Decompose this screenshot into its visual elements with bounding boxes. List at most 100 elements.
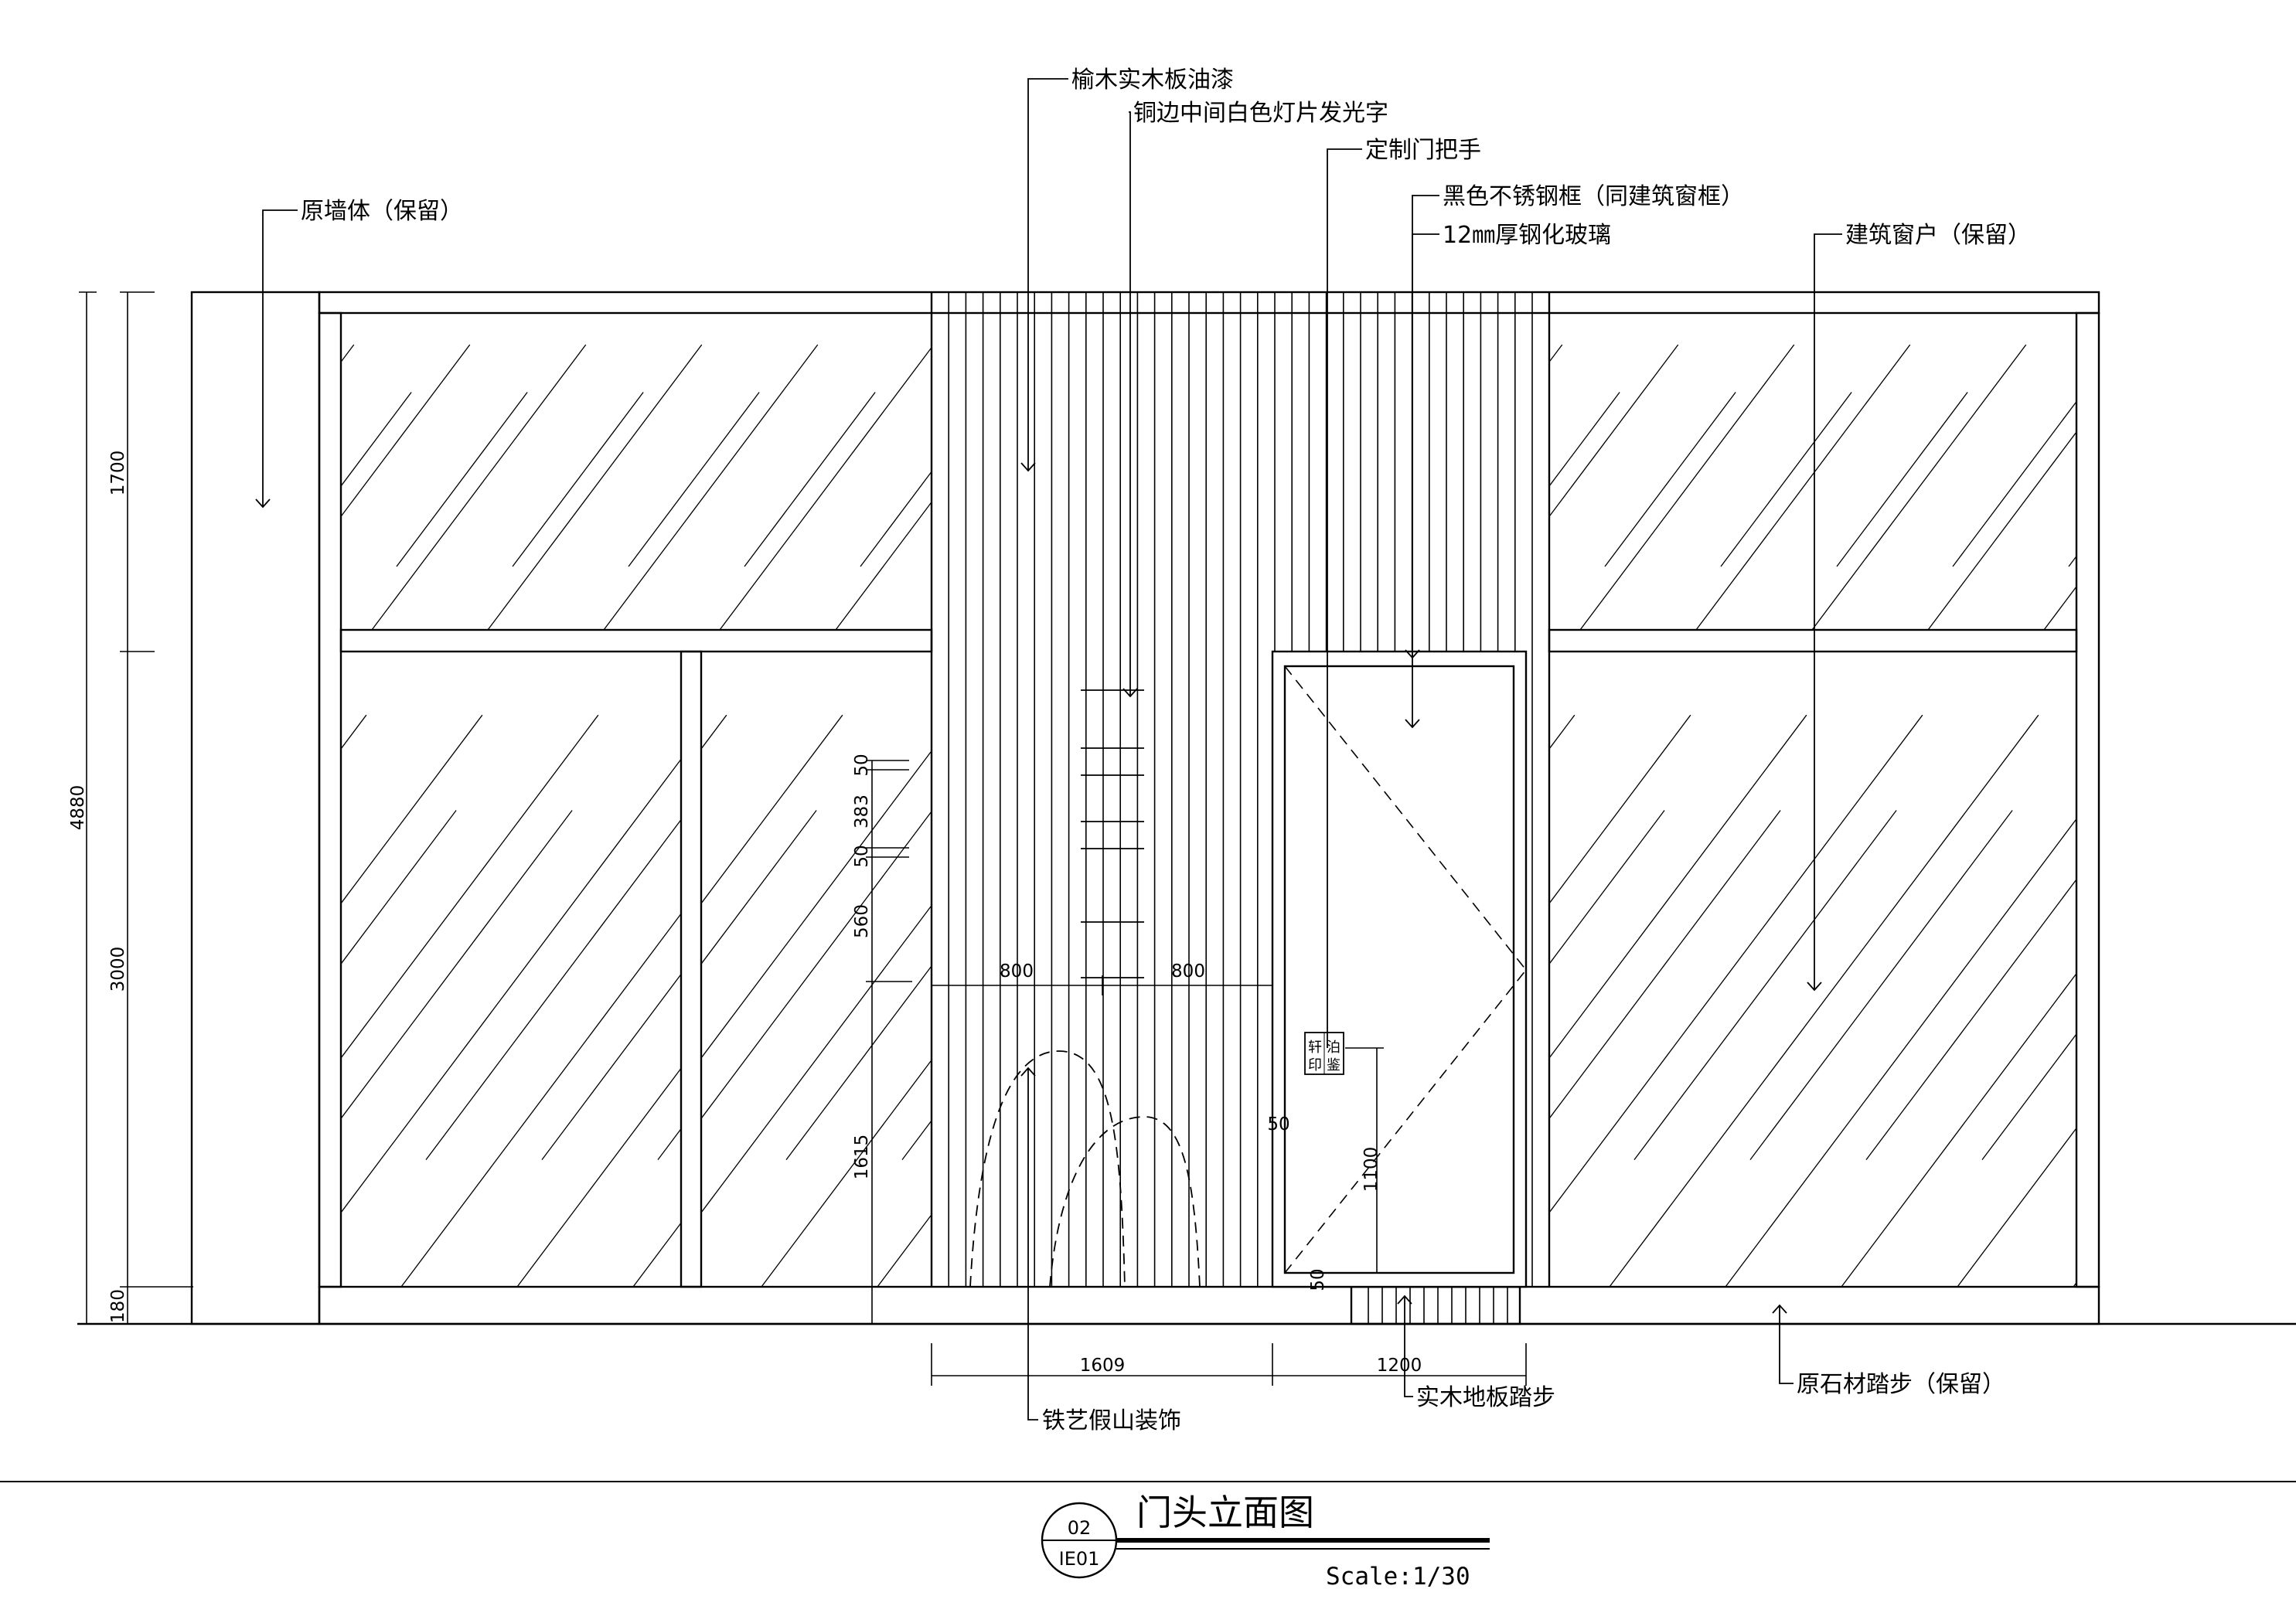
callout-elm-wood: 榆木实木板油漆 bbox=[1071, 66, 1234, 94]
callout-leaders bbox=[255, 78, 1842, 1421]
glass-reflection-line bbox=[341, 758, 681, 1214]
dim-half-width-right: 800 bbox=[1171, 961, 1205, 982]
glass-reflection-line bbox=[2160, 345, 2296, 630]
dim-lower-height: 3000 bbox=[108, 947, 128, 992]
glass-reflection-line bbox=[1954, 727, 2296, 1274]
glass-reflection-line bbox=[628, 392, 760, 567]
glass-reflection-line bbox=[1927, 430, 2076, 630]
right-frame bbox=[2075, 311, 2100, 1288]
glass-door bbox=[1271, 650, 1528, 1288]
glass-reflection-line bbox=[678, 727, 1088, 1274]
glass-reflection-line bbox=[341, 344, 355, 363]
iron-rockery bbox=[969, 1050, 1201, 1288]
dim-sign-offset: 560 bbox=[852, 904, 872, 938]
glass-reflection-line bbox=[1549, 344, 1563, 363]
glass-reflection-line bbox=[1549, 714, 1923, 1214]
seal-char: 轩 bbox=[1308, 1039, 1322, 1056]
left-transom bbox=[339, 628, 933, 653]
glass-reflection-line bbox=[165, 393, 295, 567]
glass-reflection-line bbox=[701, 714, 843, 905]
glass-reflection-line bbox=[1838, 727, 2247, 1274]
drawing-number: 02 bbox=[1068, 1517, 1092, 1539]
glass-reflection-line bbox=[2094, 818, 2296, 1152]
callout-iron-rockery: 铁艺假山装饰 bbox=[1042, 1407, 1181, 1434]
glass-reflection-line bbox=[835, 501, 932, 630]
glass-reflection-line bbox=[90, 811, 353, 1160]
glass-reflection-line bbox=[701, 904, 932, 1214]
glass-reflection-line bbox=[1725, 818, 2076, 1287]
callout-black-frame: 黑色不锈钢框（同建筑窗框） bbox=[1443, 183, 1744, 210]
callout-tempered-glass: 12㎜厚钢化玻璃 bbox=[1443, 222, 1611, 249]
glass-reflection-line bbox=[1978, 818, 2229, 1152]
glass-reflection-line bbox=[0, 811, 108, 1160]
glass-reflection-line bbox=[701, 714, 727, 750]
glass-reflection-line bbox=[2276, 345, 2296, 630]
callout-wood-step: 实木地板踏步 bbox=[1416, 1384, 1555, 1411]
wood-step bbox=[1350, 1285, 1521, 1325]
glass-reflection-line bbox=[952, 345, 1166, 630]
callout-original-wall: 原墙体（保留） bbox=[301, 198, 463, 225]
glass-reflection-line bbox=[182, 715, 611, 1287]
dim-upper-height: 1700 bbox=[108, 451, 128, 496]
glass-pane bbox=[0, 714, 681, 1287]
dim-handle-height: 1100 bbox=[1361, 1147, 1381, 1193]
glass-reflection-line bbox=[341, 714, 599, 1060]
glass-reflection-line bbox=[396, 392, 528, 567]
dim-sign-gap-top: 50 bbox=[852, 754, 872, 776]
glass-reflection-line bbox=[512, 392, 644, 567]
dim-door-side-gap: 50 bbox=[1267, 1114, 1289, 1135]
dim-sign-block: 383 bbox=[852, 794, 872, 829]
glass-reflection-line bbox=[1068, 345, 1282, 630]
glass-reflection-line bbox=[877, 1213, 932, 1287]
right-transom bbox=[1548, 628, 2078, 653]
dim-half-width-left: 800 bbox=[1000, 961, 1034, 982]
glass-reflection-line bbox=[66, 715, 495, 1287]
glass-reflection-line bbox=[1836, 392, 1968, 567]
glass-reflection-line bbox=[2185, 393, 2296, 567]
glass-reflection-line bbox=[341, 392, 412, 488]
glass-reflection-line bbox=[1606, 727, 2015, 1274]
glass-reflection-line bbox=[761, 1059, 932, 1287]
seal-char: 泊 bbox=[1327, 1039, 1340, 1056]
title-block: 02 IE01 门头立面图 Scale:1/30 bbox=[0, 1481, 2296, 1591]
glass-reflection-line bbox=[1630, 818, 1881, 1152]
glass-reflection-line bbox=[1981, 1033, 2076, 1160]
glass-pane bbox=[66, 714, 932, 1287]
left-frame bbox=[318, 311, 342, 1288]
glass-reflection-line bbox=[1695, 344, 1911, 630]
seal-stamp: 轩 泊 印 鉴 bbox=[1304, 1032, 1344, 1075]
glass-reflection-line bbox=[657, 1128, 681, 1160]
glass-reflection-line bbox=[1609, 714, 2039, 1287]
glass-reflection-line bbox=[541, 973, 681, 1160]
glass-reflection-line bbox=[438, 811, 700, 1160]
glass-reflection-line bbox=[1549, 714, 1807, 1060]
glass-reflection-line bbox=[701, 750, 932, 1060]
glass-reflection-line bbox=[1957, 1127, 2076, 1287]
glass-reflection-line bbox=[1549, 714, 1691, 905]
glass-reflection-line bbox=[2098, 811, 2296, 1160]
glass-reflection-line bbox=[2068, 555, 2076, 567]
glass-reflection-line bbox=[341, 344, 471, 518]
glass-reflection-line bbox=[744, 392, 876, 567]
stone-step-base bbox=[318, 1285, 2100, 1325]
glass-reflection-line bbox=[425, 818, 681, 1160]
glass-reflection-line bbox=[1285, 817, 1302, 841]
glass-reflection-line bbox=[1746, 818, 1997, 1152]
glass-reflection-line bbox=[1604, 392, 1736, 567]
glass-reflection-line bbox=[632, 1222, 681, 1287]
glass-reflection-line bbox=[2189, 715, 2296, 1287]
glass-reflection-line bbox=[935, 818, 1185, 1152]
glass-reflection-line bbox=[1232, 345, 1446, 630]
seal-char: 鉴 bbox=[1327, 1057, 1340, 1073]
callout-door-handle: 定制门把手 bbox=[1365, 137, 1481, 164]
glass-reflection-line bbox=[1811, 344, 2027, 630]
glass-reflection-line bbox=[1952, 400, 2076, 567]
glass-reflection-line bbox=[400, 913, 681, 1287]
glass-reflection-line bbox=[0, 715, 250, 1287]
glass-reflection-line bbox=[2073, 1281, 2076, 1287]
glass-reflection-line bbox=[341, 714, 483, 905]
glass-reflection-line bbox=[1633, 810, 1897, 1160]
glass-reflection-line bbox=[1184, 345, 1398, 630]
building-structure bbox=[77, 291, 2296, 1325]
original-wall bbox=[190, 291, 321, 1325]
